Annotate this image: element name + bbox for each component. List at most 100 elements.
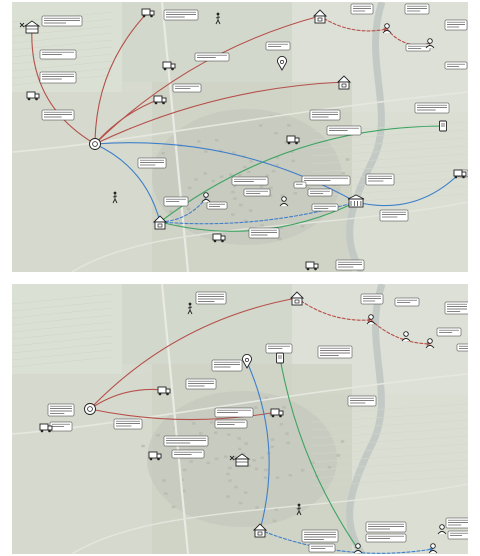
person-icon [428,543,438,554]
flow-link-green [279,357,359,550]
callout-note [214,419,248,429]
building-block [253,406,258,409]
building-block [293,192,298,195]
arrow-head [367,318,371,323]
callout-note [171,449,205,459]
person-icon [279,196,289,207]
field-line [311,427,468,439]
callout-box [444,19,468,31]
wheel [295,141,298,145]
callout-box [445,517,468,529]
field-line [311,419,468,431]
callout-note [265,343,293,354]
callout-note [137,157,167,169]
callout-box [317,345,353,359]
hub-circle [84,403,96,415]
building-block [279,226,284,229]
building-block [340,440,345,443]
truck-cargo [141,8,151,16]
building-block [227,433,231,436]
person-icon [201,192,211,203]
field-line [311,161,468,173]
truck-icon [148,451,162,461]
callout-box [137,157,167,169]
head [439,524,445,530]
building-block [286,441,290,445]
field-line [12,335,113,347]
flow-link-blue [94,142,357,203]
wheel [142,14,146,18]
building-block [237,437,241,440]
building-block [272,519,277,523]
building-block [192,422,196,425]
building-block [252,459,256,462]
hub-inner [92,141,98,147]
callout-note [214,407,254,418]
flow-link-blue [246,361,270,531]
hub-inner [87,406,93,412]
house-body [291,297,303,306]
callout-note [456,343,468,352]
building-block [213,431,218,435]
truck-cargo [453,169,463,177]
callout-box [350,3,374,15]
building-block [311,461,315,464]
walker-icon [187,302,193,315]
callout-note [206,201,228,210]
shoulders [428,550,438,554]
callout-note [444,301,468,315]
truck-cab [170,63,176,69]
callout-note [365,173,395,186]
building-block [238,173,242,177]
truck-icon [305,261,319,271]
callout-note [414,102,450,114]
head [427,38,433,44]
callout-note [248,227,280,239]
building-block [219,175,224,178]
wheel [314,267,317,271]
building-block [176,223,181,227]
building-block [271,169,276,173]
callout-note [301,529,339,543]
wheel [157,457,160,461]
callout-box [447,530,468,540]
building-block [270,438,275,441]
head [355,543,361,549]
truck-cargo [286,135,296,143]
flow-link-red [94,81,345,145]
callout-note [365,533,407,543]
callout-box [311,203,339,212]
truck-cab [313,263,319,269]
tool [19,22,25,28]
window [257,531,263,536]
flow-link-blue [259,529,434,554]
house-icon [336,75,352,90]
building-block [288,474,293,477]
window [317,17,323,22]
callout-note [365,521,407,533]
shoulders [382,30,392,34]
callout-note [49,421,73,432]
field-line [311,443,468,455]
building-block [204,150,208,153]
building-block [199,432,203,435]
flow-link-red [94,11,149,145]
building-block [232,151,236,154]
flow-link-red [370,319,431,345]
callout-box [414,102,450,114]
flow-link-red [89,388,165,410]
truck-cargo [270,408,280,416]
building-block [285,432,289,435]
building-block [231,213,235,216]
field-line [311,403,468,415]
pin-dot [245,358,249,362]
building-block [269,186,273,190]
shoulders [353,550,363,554]
hub-icon [89,138,101,150]
callout-box [163,9,199,21]
body [187,305,193,315]
head [368,314,374,320]
field-line [311,129,468,141]
field-line [12,342,113,354]
building-block [187,186,192,190]
